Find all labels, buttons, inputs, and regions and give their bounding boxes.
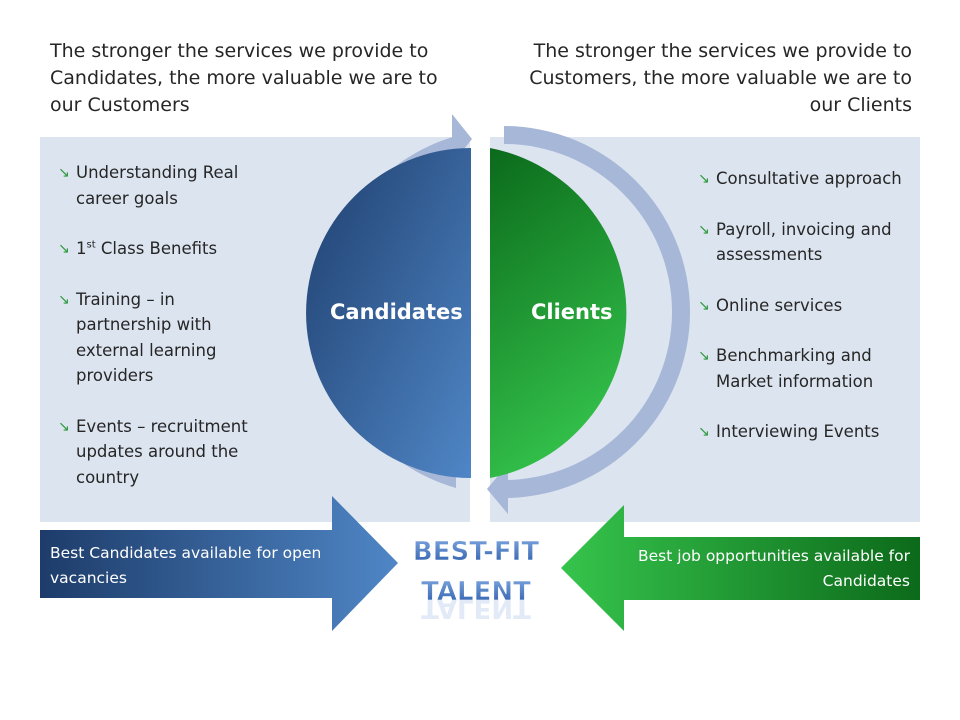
clients-ring-arrowhead [487,464,508,514]
list-item: ↘Consultative approach [698,166,913,192]
arrow-down-right-icon: ↘ [698,297,710,314]
best-candidates-text: Best Candidates available for open vacan… [50,544,322,587]
list-item: ↘Online services [698,293,913,319]
best-fit-talent-logo: BEST-FIT TALENT TALENT [413,537,540,623]
arrow-down-right-icon: ↘ [698,424,710,440]
candidates-benefits-list: ↘Understanding Real career goals ↘1st Cl… [58,160,268,515]
best-jobs-text: Best job opportunities available for Can… [638,547,910,590]
arrow-down-right-icon: ↘ [698,171,710,187]
list-item: ↘Interviewing Events [698,419,913,445]
clients-heading: The stronger the services we provide to … [529,40,912,116]
arrow-down-right-icon: ↘ [698,348,710,364]
candidates-heading: The stronger the services we provide to … [50,40,438,116]
arrow-down-right-icon: ↘ [58,418,70,435]
list-item: ↘Training – in partnership with external… [58,289,217,386]
list-item: ↘Understanding Real career goals [58,163,239,208]
candidates-label: Candidates [330,300,463,324]
arrow-down-right-icon: ↘ [58,241,70,257]
arrow-down-right-icon: ↘ [58,291,70,308]
list-item: ↘Events – recruitment updates around the… [58,416,248,487]
talent-reflection: TALENT [421,593,531,623]
best-jobs-arrow [561,505,920,631]
best-fit-text: BEST-FIT [413,537,539,567]
arrow-down-right-icon: ↘ [698,221,710,238]
clients-services-list: ↘Consultative approach ↘Payroll, invoici… [698,166,913,470]
candidates-half-circle [306,148,471,478]
arrow-down-right-icon: ↘ [58,165,70,181]
list-item: ↘1st Class Benefits [58,236,268,262]
list-item: ↘Benchmarking and Market information [698,346,874,391]
best-candidates-arrow [40,496,398,631]
list-item: ↘Payroll, invoicing and assessments [698,219,892,265]
clients-half-circle [490,148,627,478]
talent-text: TALENT [421,577,531,607]
clients-label: Clients [531,300,613,324]
